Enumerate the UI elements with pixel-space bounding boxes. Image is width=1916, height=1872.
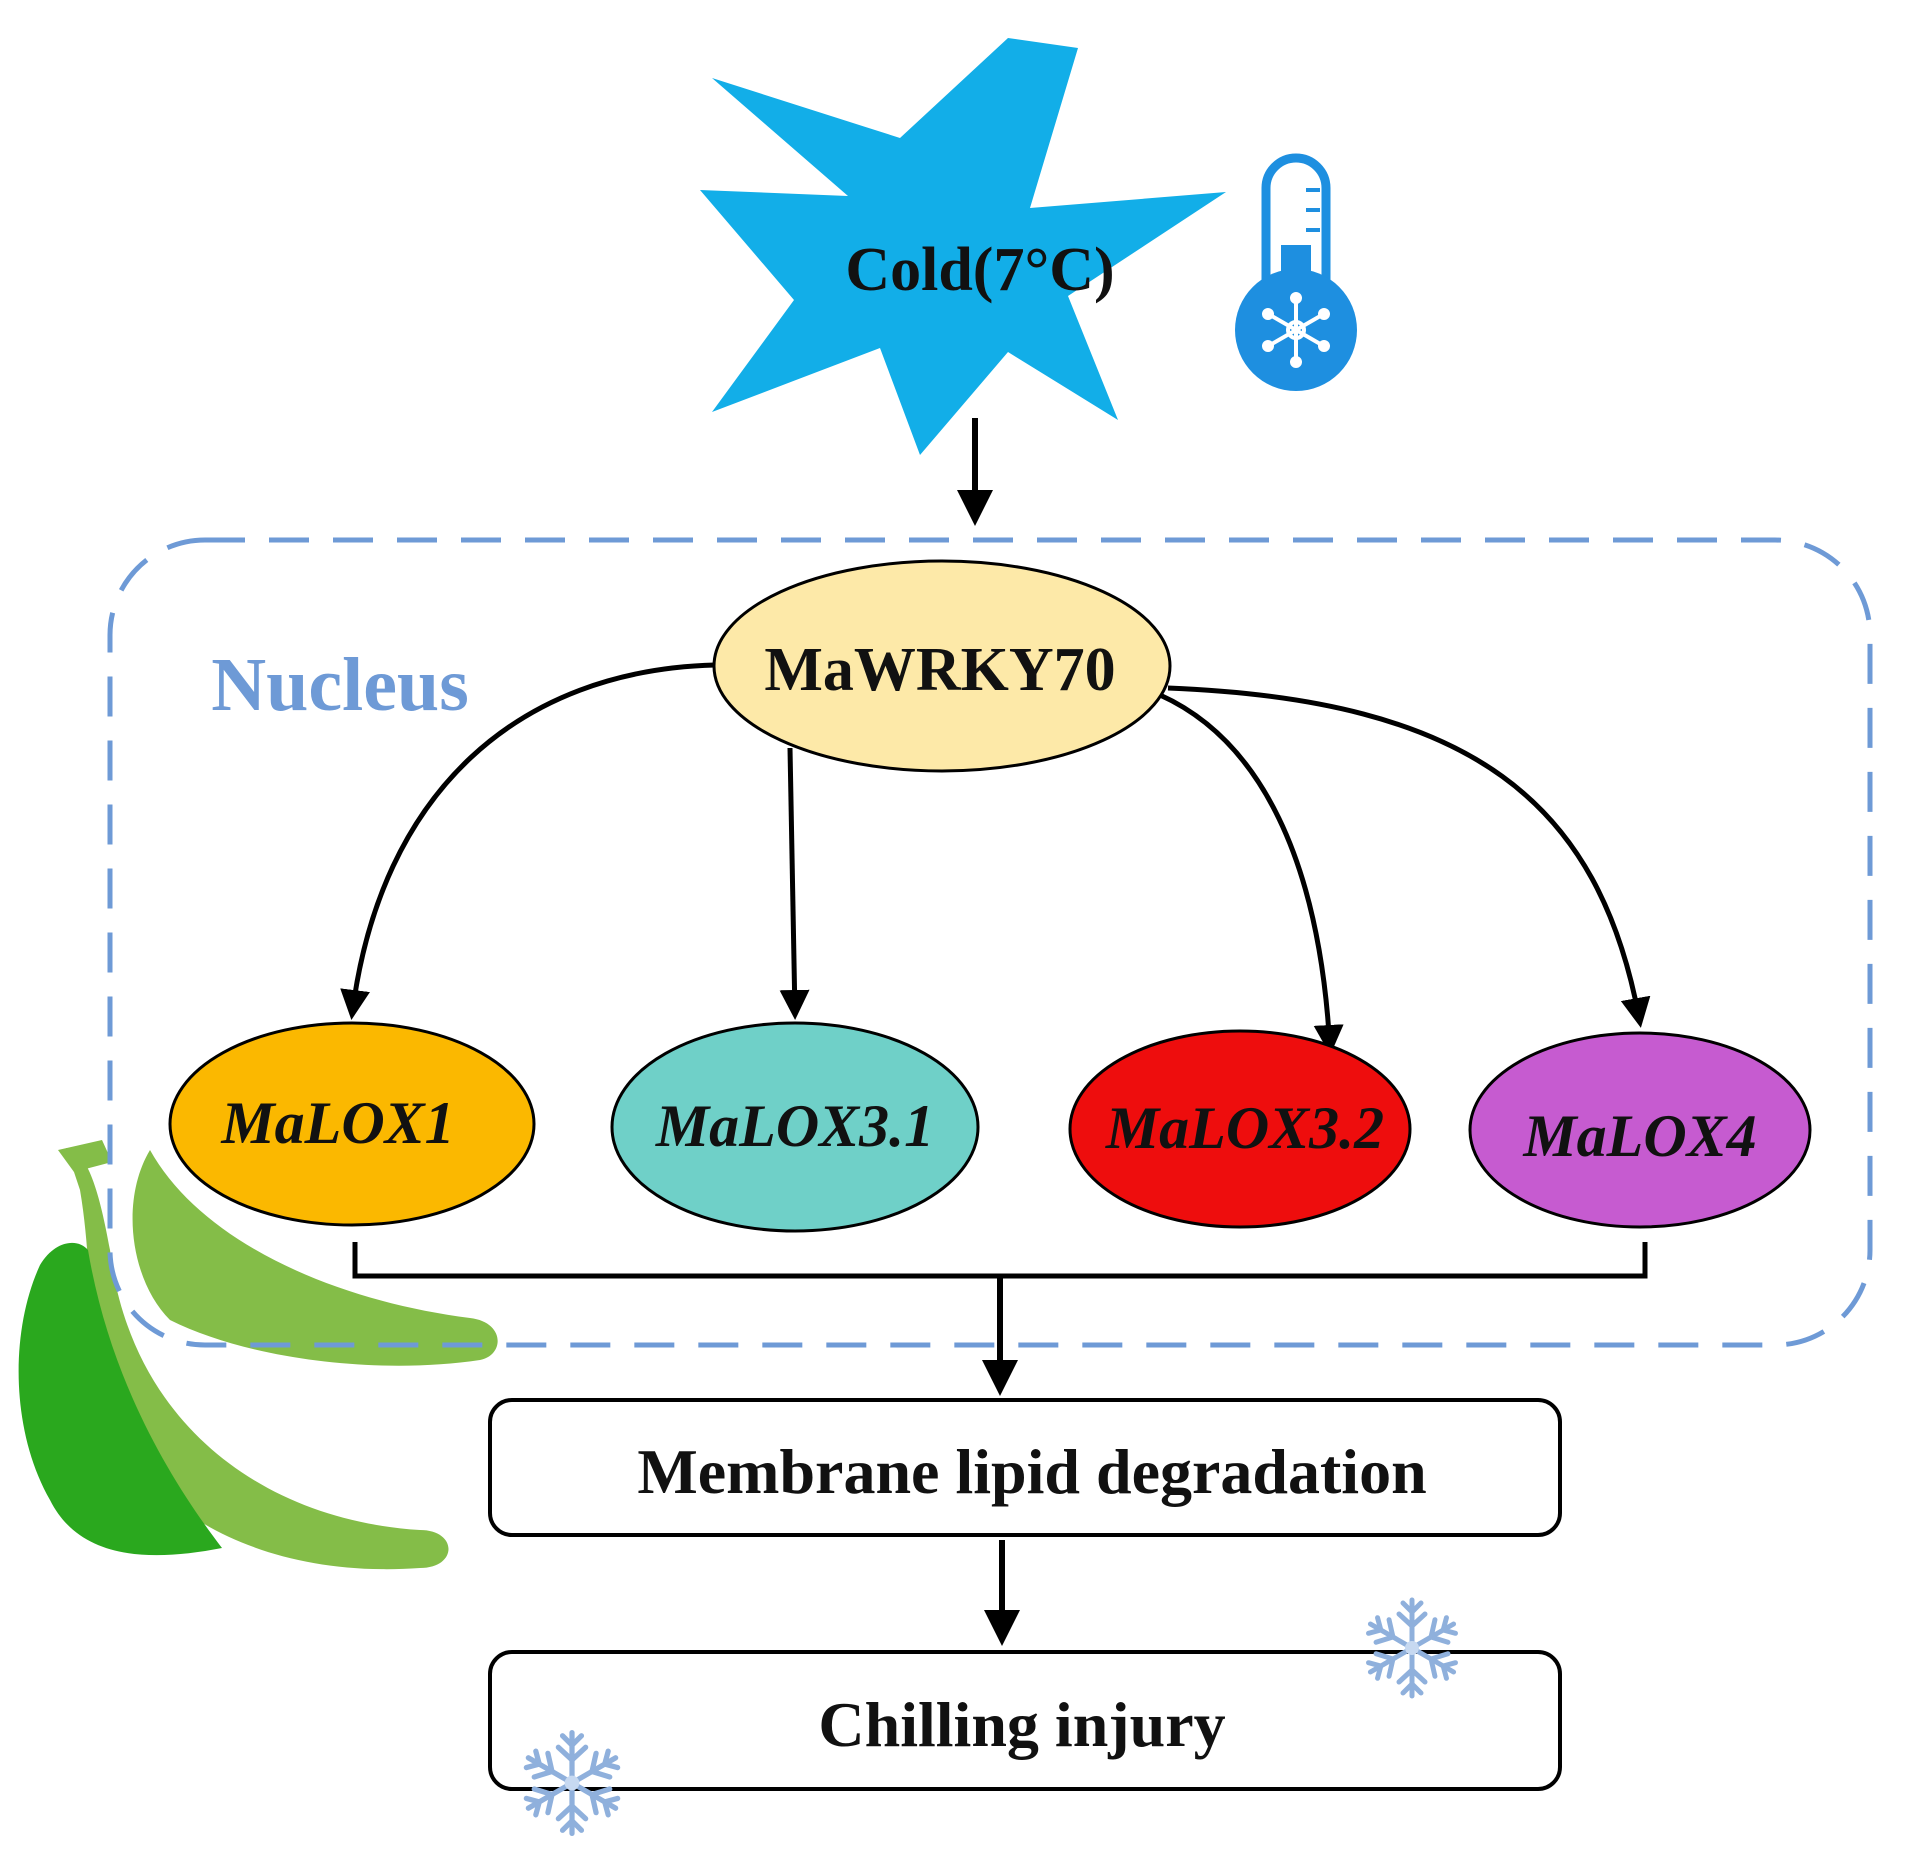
outcome-box (488, 1650, 1562, 1791)
process-label: Membrane lipid degradation (637, 1436, 1426, 1507)
cold-stimulus-label: Cold(7°C) (845, 236, 1114, 304)
process-box (488, 1398, 1562, 1537)
target-node-malox3-2 (1068, 1029, 1412, 1229)
target-label-malox3-1: MaLOX3.1 (655, 1093, 934, 1159)
target-label-malox4: MaLOX4 (1522, 1103, 1756, 1169)
arrow-to-malox3-1 (779, 747, 810, 1020)
target-label-malox1: MaLOX1 (220, 1090, 454, 1156)
arrow-to-malox3-2 (1158, 692, 1344, 1055)
target-node-malox1 (168, 1021, 536, 1227)
target-node-malox3-1 (610, 1021, 980, 1233)
arrow-to-malox4 (1167, 685, 1651, 1028)
nucleus-label: Nucleus (211, 643, 469, 727)
target-bracket-connector (352, 1242, 1648, 1279)
target-label-malox3-2: MaLOX3.2 (1105, 1095, 1384, 1161)
arrow-to-malox1 (340, 662, 716, 1020)
regulator-node (712, 559, 1172, 773)
regulator-label: MaWRKY70 (764, 636, 1115, 704)
banana-icon (18, 1140, 498, 1570)
target-node-malox4 (1468, 1031, 1812, 1229)
cold-starburst (700, 38, 1226, 455)
thermometer-snowflake-icon (1235, 153, 1357, 391)
nucleus-boundary (107, 537, 1873, 1348)
outcome-label: Chilling injury (818, 1689, 1225, 1760)
